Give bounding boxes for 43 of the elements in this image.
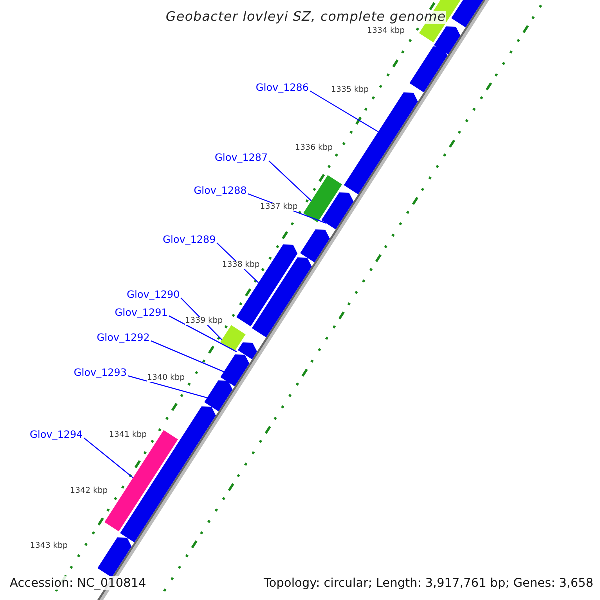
gene-block [98,538,132,578]
scale-label: 1343 kbp [30,542,68,550]
leader-line [84,438,134,478]
scale-label: 1336 kbp [295,144,333,152]
gene-block [322,192,354,230]
gene-block [434,26,461,55]
genome-summary: Topology: circular; Length: 3,917,761 bp; Genes: 3,658 [262,576,596,590]
gene-block [238,342,258,360]
gene-block [220,354,250,387]
scale-label: 1341 kbp [109,431,147,439]
scale-label: 1340 kbp [147,374,185,382]
scale-label: 1335 kbp [331,86,369,94]
leader-line [310,90,379,132]
leader-line [128,376,208,398]
gene-label: Glov_1292 [97,334,150,344]
gene-label: Glov_1289 [163,236,216,246]
gene-block [304,175,342,223]
gene-label: Glov_1291 [115,309,168,319]
gene-block [220,325,246,352]
gene-label: Glov_1293 [74,369,128,379]
leader-line [268,160,312,202]
gene-label: Glov_1286 [256,84,310,94]
gene-label: Glov_1294 [30,431,84,441]
gene-block [344,92,418,195]
gene-block [174,406,216,458]
accession-label: Accession: NC_010814 [8,576,148,590]
gene-label: Glov_1290 [127,291,180,301]
leader-line [168,316,238,352]
gene-label: Glov_1288 [194,187,248,197]
gene-block [452,0,484,28]
gene-block [300,230,330,263]
gene-block [204,380,233,412]
gene-block [120,448,190,543]
scale-label: 1338 kbp [222,261,260,269]
scale-label: 1342 kbp [70,487,108,495]
gene-label: Glov_1287 [215,154,268,164]
gene-block [410,46,448,93]
leader-line [150,340,225,372]
leader-line [216,242,260,284]
scale-label: 1337 kbp [260,203,298,211]
genome-title: Geobacter lovleyi SZ, complete genome [166,11,446,24]
scale-label: 1334 kbp [367,27,405,35]
scale-label: 1339 kbp [185,317,223,325]
